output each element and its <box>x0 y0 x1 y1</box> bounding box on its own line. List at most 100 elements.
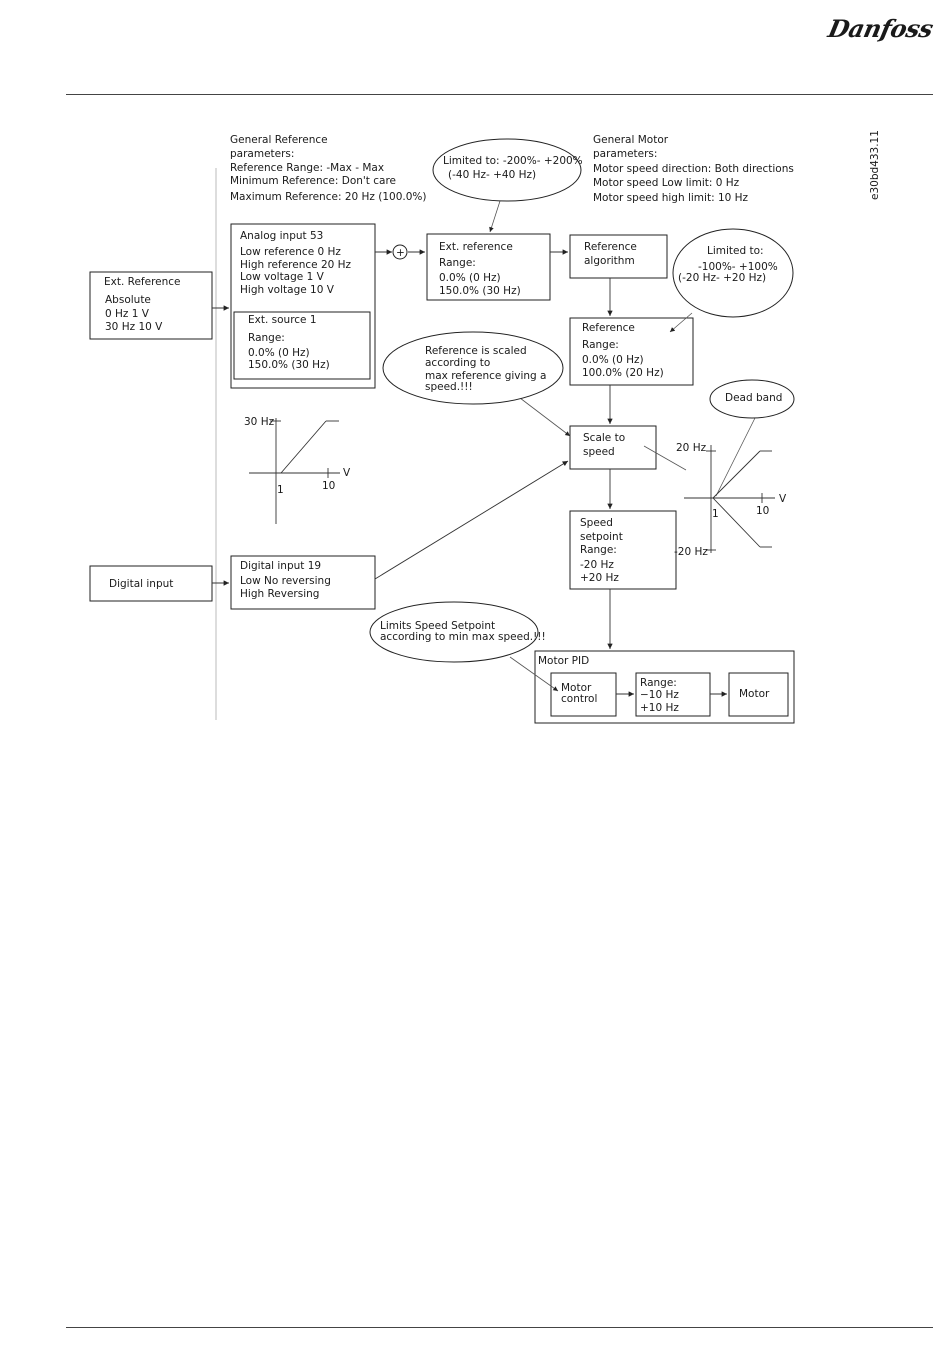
pointer-limited-ref <box>669 312 693 333</box>
svg-text:Limited to: -200%- +200%: Limited to: -200%- +200% <box>443 155 583 167</box>
svg-text:Speed: Speed <box>580 517 613 529</box>
footer-rule <box>66 1327 933 1328</box>
pointer-limits-setpoint <box>509 656 559 692</box>
svg-text:Minimum Reference: Don't care: Minimum Reference: Don't care <box>230 175 396 187</box>
svg-text:Range:: Range: <box>582 339 619 351</box>
speed-scaling-graph: 20 Hz -20 Hz V 1 10 <box>674 442 787 558</box>
svg-text:-100%- +100%: -100%- +100% <box>698 261 778 273</box>
svg-text:Reference Range: -Max - Max: Reference Range: -Max - Max <box>230 162 384 174</box>
pointer-scaled <box>519 397 571 437</box>
svg-text:parameters:: parameters: <box>593 148 657 160</box>
svg-text:0.0% (0 Hz): 0.0% (0 Hz) <box>248 347 310 359</box>
general-motor-params: General Motor parameters: Motor speed di… <box>593 134 794 204</box>
svg-text:Reference: Reference <box>582 322 635 334</box>
svg-text:Range:: Range: <box>640 677 677 689</box>
svg-text:10: 10 <box>756 505 769 517</box>
reference-algorithm-box: Reference algorithm <box>569 234 668 279</box>
svg-text:General Reference: General Reference <box>230 134 328 146</box>
svg-text:according to: according to <box>425 357 490 369</box>
svg-text:Motor: Motor <box>561 682 592 694</box>
svg-text:Digital input: Digital input <box>109 578 173 590</box>
svg-text:High reference 20 Hz: High reference 20 Hz <box>240 259 352 271</box>
pointer-limited-ext <box>489 200 501 233</box>
svg-text:−10 Hz: −10 Hz <box>640 689 679 701</box>
svg-text:High Reversing: High Reversing <box>240 588 319 600</box>
general-reference-params: General Reference parameters: Reference … <box>230 134 427 203</box>
svg-text:30 Hz: 30 Hz <box>244 416 275 428</box>
svg-text:0.0% (0 Hz): 0.0% (0 Hz) <box>582 354 644 366</box>
reference-box: Reference Range: 0.0% (0 Hz) 100.0% (20 … <box>569 317 694 386</box>
ext-reference-box: Ext. Reference Absolute 0 Hz 1 V 30 Hz 1… <box>89 271 213 340</box>
speed-setpoint-box: Speed setpoint Range: -20 Hz +20 Hz <box>569 510 677 590</box>
svg-text:100.0% (20 Hz): 100.0% (20 Hz) <box>582 367 664 379</box>
svg-text:150.0% (30 Hz): 150.0% (30 Hz) <box>439 285 521 297</box>
svg-text:150.0% (30 Hz): 150.0% (30 Hz) <box>248 359 330 371</box>
pid-range-box: Range: −10 Hz +10 Hz <box>635 672 711 717</box>
svg-text:algorithm: algorithm <box>584 255 635 267</box>
svg-text:V: V <box>343 467 351 479</box>
ext-source-1-box: Ext. source 1 Range: 0.0% (0 Hz) 150.0% … <box>233 311 371 380</box>
svg-text:+: + <box>396 247 405 259</box>
svg-text:Motor speed direction: Both di: Motor speed direction: Both directions <box>593 163 794 175</box>
svg-text:V: V <box>779 493 787 505</box>
svg-text:Ext. source 1: Ext. source 1 <box>248 314 317 326</box>
svg-text:-20 Hz: -20 Hz <box>580 559 614 571</box>
svg-text:General Motor: General Motor <box>593 134 669 146</box>
svg-text:Scale to: Scale to <box>583 432 625 444</box>
svg-text:Motor: Motor <box>739 688 770 700</box>
svg-text:Low No reversing: Low No reversing <box>240 575 331 587</box>
pointer-scale-graph <box>643 445 687 471</box>
svg-text:1: 1 <box>277 484 284 496</box>
svg-text:Range:: Range: <box>248 332 285 344</box>
svg-text:High voltage 10 V: High voltage 10 V <box>240 284 335 296</box>
dead-band-bubble: Dead band <box>709 379 795 419</box>
limits-setpoint-bubble: Limits Speed Setpoint according to min m… <box>369 601 546 663</box>
svg-text:max reference giving a: max reference giving a <box>425 370 547 382</box>
reference-scaled-bubble: Reference is scaled according to max ref… <box>382 331 564 405</box>
svg-text:Ext. reference: Ext. reference <box>439 241 513 253</box>
figure-code: e30bd433.11 <box>869 130 881 200</box>
svg-text:20 Hz: 20 Hz <box>676 442 707 454</box>
svg-text:-20 Hz: -20 Hz <box>674 546 708 558</box>
svg-text:0.0% (0 Hz): 0.0% (0 Hz) <box>439 272 501 284</box>
svg-text:Low reference 0 Hz: Low reference 0 Hz <box>240 246 341 258</box>
summation-node: + <box>392 244 408 260</box>
svg-text:control: control <box>561 693 597 705</box>
svg-text:speed: speed <box>583 446 615 458</box>
svg-text:Analog input 53: Analog input 53 <box>240 230 323 242</box>
digital-input-19-box: Digital input 19 Low No reversing High R… <box>230 555 376 610</box>
analog-scaling-graph: 30 Hz V 1 10 <box>244 416 351 524</box>
svg-text:Dead band: Dead band <box>725 392 782 404</box>
svg-text:Limits Speed Setpoint: Limits Speed Setpoint <box>380 620 495 632</box>
svg-text:Range:: Range: <box>580 544 617 556</box>
svg-text:setpoint: setpoint <box>580 531 623 543</box>
pointer-dead-band <box>715 417 756 497</box>
motor-box: Motor <box>728 672 789 717</box>
svg-text:Low voltage 1 V: Low voltage 1 V <box>240 271 325 283</box>
limited-ref-bubble: Limited to: -100%- +100% (-20 Hz- +20 Hz… <box>672 228 794 318</box>
svg-text:Range:: Range: <box>439 257 476 269</box>
arrow-input19-to-scale <box>374 460 569 580</box>
svg-text:Reference: Reference <box>584 241 637 253</box>
scale-to-speed-box: Scale to speed <box>569 425 657 470</box>
svg-text:+10 Hz: +10 Hz <box>640 702 679 714</box>
svg-text:30 Hz 10 V: 30 Hz 10 V <box>105 321 163 333</box>
svg-text:+20 Hz: +20 Hz <box>580 572 619 584</box>
svg-text:0 Hz 1 V: 0 Hz 1 V <box>105 308 150 320</box>
svg-text:10: 10 <box>322 480 335 492</box>
svg-text:Maximum Reference: 20 Hz (100.: Maximum Reference: 20 Hz (100.0%) <box>230 191 427 203</box>
svg-text:1: 1 <box>712 508 719 520</box>
svg-text:Digital input 19: Digital input 19 <box>240 560 321 572</box>
header-rule <box>66 94 933 95</box>
motor-pid-container: Motor PID <box>534 650 795 724</box>
svg-text:parameters:: parameters: <box>230 148 294 160</box>
svg-text:Limited to:: Limited to: <box>707 245 764 257</box>
svg-text:Motor PID: Motor PID <box>538 655 589 667</box>
svg-text:(-20 Hz- +20 Hz): (-20 Hz- +20 Hz) <box>678 272 766 284</box>
ext-reference-range-box: Ext. reference Range: 0.0% (0 Hz) 150.0%… <box>426 233 551 301</box>
svg-text:according to min max speed.!!!: according to min max speed.!!! <box>380 631 546 643</box>
svg-text:Reference is scaled: Reference is scaled <box>425 345 527 357</box>
svg-text:Absolute: Absolute <box>105 294 151 306</box>
digital-input-box: Digital input <box>89 565 213 602</box>
